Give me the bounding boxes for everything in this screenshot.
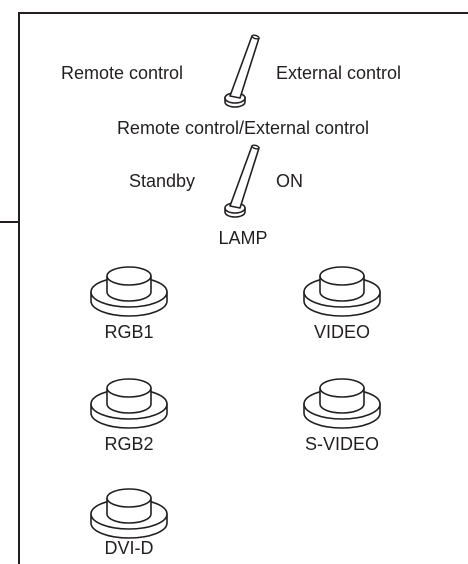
panel-border-top	[18, 12, 468, 14]
dvi-d-push-button-icon[interactable]	[88, 484, 170, 544]
s-video-push-button-icon[interactable]	[301, 374, 383, 434]
lamp-switch-caption: LAMP	[218, 228, 268, 248]
video-label: VIDEO	[313, 322, 371, 342]
remote-control-label: Remote control	[61, 63, 184, 83]
panel-border-left	[18, 12, 20, 564]
leader-line	[0, 221, 19, 223]
video-push-button-icon[interactable]	[301, 262, 383, 322]
on-label: ON	[276, 171, 303, 191]
external-control-label: External control	[276, 63, 402, 83]
dvi-d-label: DVI-D	[104, 538, 154, 558]
rgb2-label: RGB2	[104, 434, 154, 454]
rgb1-push-button-icon[interactable]	[88, 262, 170, 322]
rgb1-label: RGB1	[104, 322, 154, 342]
control-switch-caption: Remote control/External control	[116, 118, 370, 138]
s-video-label: S-VIDEO	[304, 434, 380, 454]
standby-label: Standby	[129, 171, 196, 191]
rgb2-push-button-icon[interactable]	[88, 374, 170, 434]
lamp-toggle-switch-icon[interactable]	[218, 142, 268, 218]
control-toggle-switch-icon[interactable]	[218, 32, 268, 108]
